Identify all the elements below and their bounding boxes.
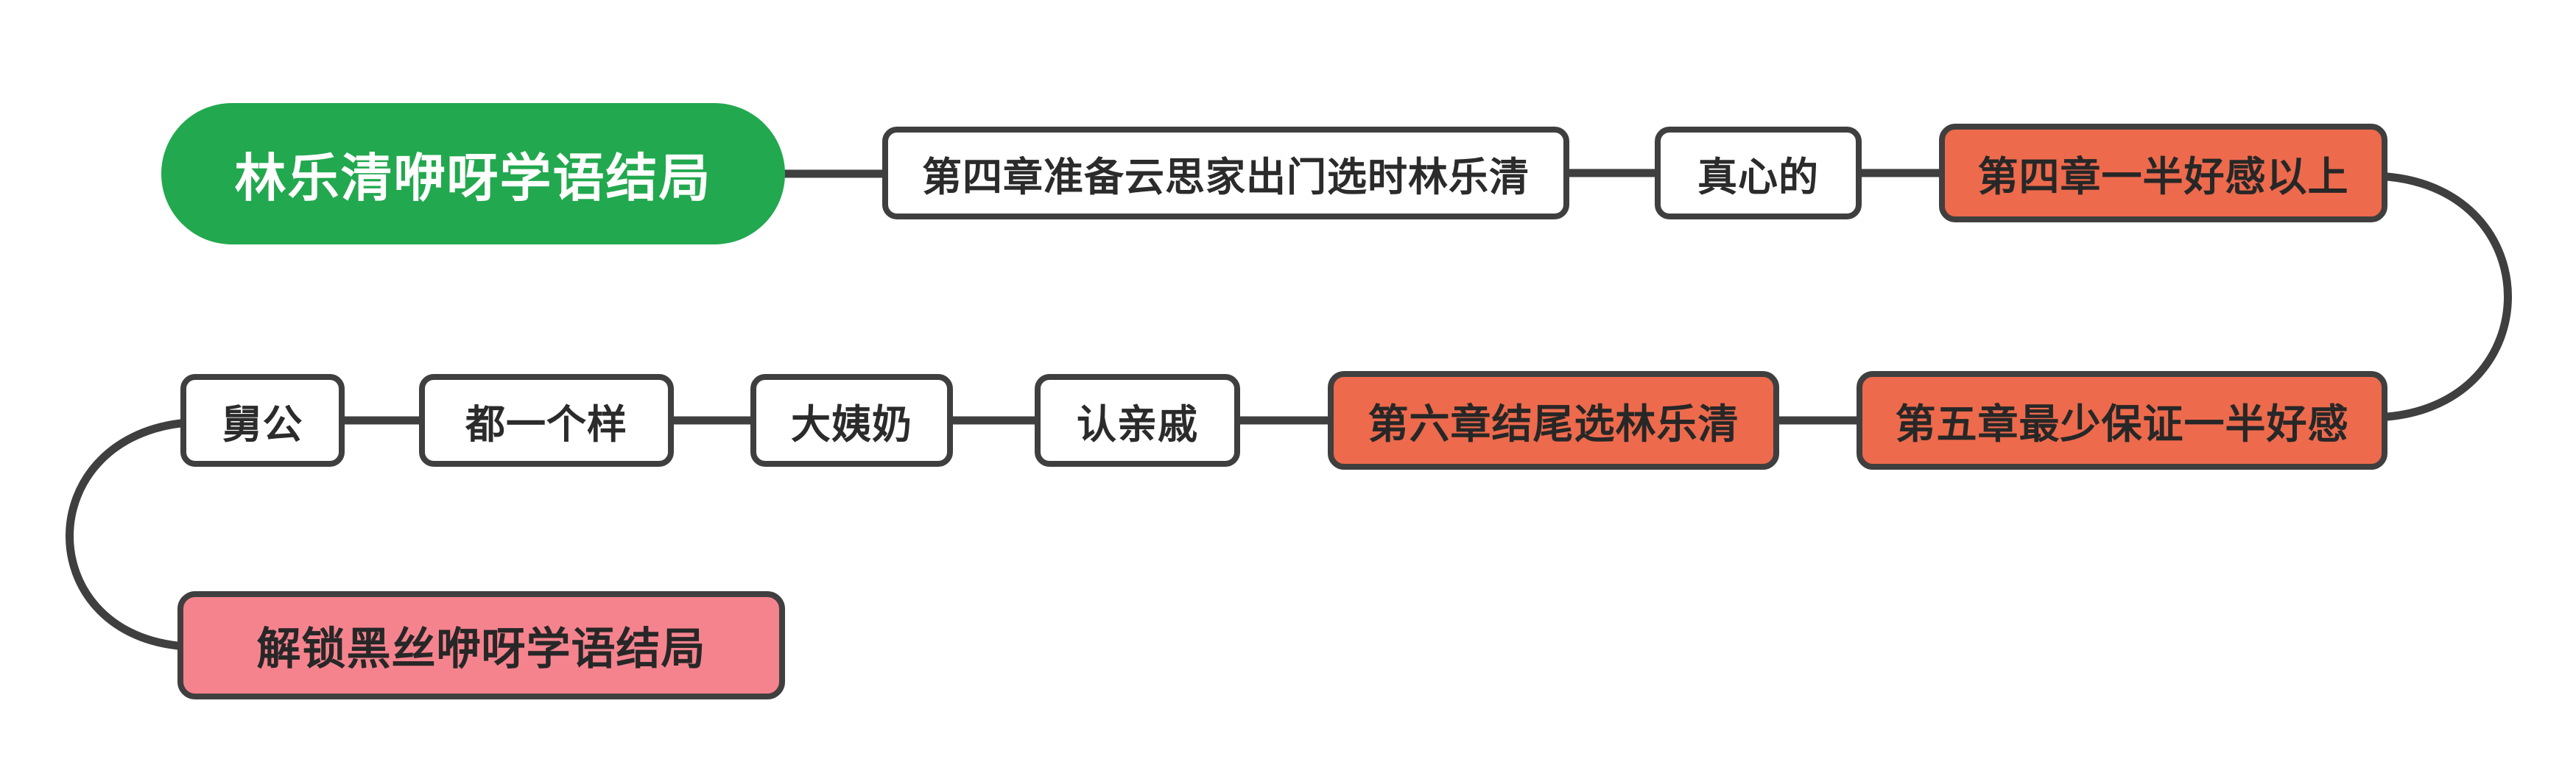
node-choice-relatives: 认亲戚 (1035, 374, 1240, 467)
node-choice-granduncle: 舅公 (180, 374, 345, 467)
node-choice-sincere: 真心的 (1655, 127, 1862, 219)
node-choice-all-the-same: 都一个样 (419, 374, 674, 467)
node-unlock-ending: 解锁黑丝咿呀学语结局 (177, 591, 785, 699)
node-ending-start: 林乐清咿呀学语结局 (161, 103, 785, 244)
connector-step9-end-left-loop (66, 419, 185, 650)
node-choice-grandaunt: 大姨奶 (750, 374, 953, 467)
connector-step3-step4-right-loop (2383, 172, 2512, 421)
node-chapter4-outing-choice: 第四章准备云思家出门选时林乐清 (882, 127, 1569, 219)
node-chapter6-final-choice: 第六章结尾选林乐清 (1328, 371, 1779, 470)
node-chapter4-affinity-condition: 第四章一半好感以上 (1939, 124, 2387, 222)
node-chapter5-affinity-condition: 第五章最少保证一半好感 (1857, 371, 2387, 470)
